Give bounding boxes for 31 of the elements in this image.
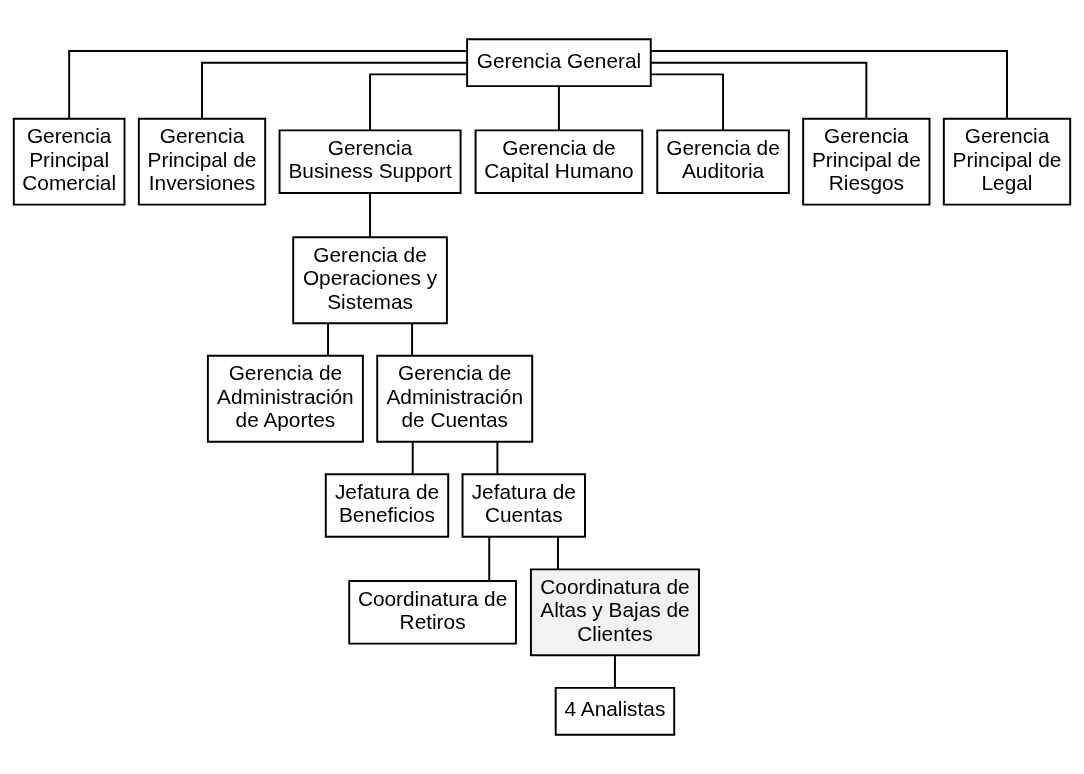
- connector: [327, 322, 330, 357]
- connector: [496, 441, 499, 475]
- connector: [557, 536, 559, 571]
- connector: [650, 49, 1008, 120]
- node-box: Gerencia Business Support: [278, 129, 462, 194]
- node-box: 4 Analistas: [554, 686, 676, 736]
- node-box: Gerencia de Administración de Aportes: [206, 354, 364, 443]
- node-box: Jefatura de Beneficios: [324, 473, 450, 538]
- node-box: Gerencia Principal de Riesgos: [802, 117, 931, 206]
- node-box: Gerencia Principal Comercial: [12, 117, 126, 206]
- node-box: Gerencia Principal de Inversiones: [137, 117, 267, 206]
- connector: [201, 61, 468, 120]
- node-box: Gerencia de Capital Humano: [474, 129, 644, 194]
- connector: [650, 61, 868, 120]
- node-box: Gerencia General: [466, 38, 652, 88]
- connector: [369, 192, 372, 239]
- node-box: Gerencia de Administración de Cuentas: [376, 354, 534, 443]
- connector: [488, 536, 491, 582]
- node-box: Gerencia de Operaciones y Sistemas: [292, 236, 448, 325]
- connector: [411, 322, 414, 357]
- connector: [68, 49, 468, 120]
- node-box: Jefatura de Cuentas: [461, 473, 586, 538]
- connector: [411, 441, 414, 475]
- node-box: Gerencia de Auditoria: [656, 129, 790, 194]
- node-box: Coordinatura de Retiros: [348, 580, 517, 645]
- node-box: Gerencia Principal de Legal: [942, 117, 1072, 206]
- connector: [613, 654, 616, 689]
- node-box: Coordinatura de Altas y Bajas de Clientes: [529, 568, 700, 657]
- connector: [557, 85, 560, 132]
- connector: [650, 73, 725, 132]
- connector: [369, 73, 468, 132]
